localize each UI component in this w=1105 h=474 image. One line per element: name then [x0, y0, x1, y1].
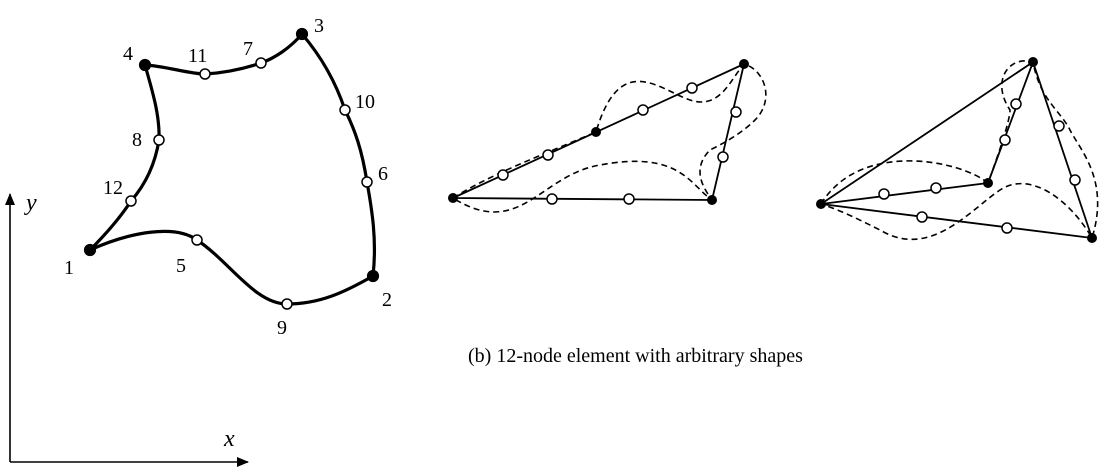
triangle-b-corner-nodes: [816, 57, 1097, 243]
x-axis-label: x: [223, 426, 235, 452]
triangle-a-mid-node: [730, 106, 742, 118]
triangle-a-corner-node: [707, 195, 717, 205]
triangle-a-mid-node: [546, 193, 558, 205]
triangle-b-corner-node: [1028, 57, 1038, 67]
triangle-b-corner-node: [816, 199, 826, 209]
coordinate-axes: y x: [4, 190, 249, 467]
node-1: [83, 243, 97, 257]
triangle-b-mid-node: [1010, 98, 1022, 110]
distorted-triangle-b: [816, 57, 1099, 243]
triangle-a-mid-node: [542, 149, 554, 161]
triangle-b-mid-node: [930, 182, 942, 194]
element-boundary: [88, 32, 377, 306]
mid-nodes: [125, 57, 373, 310]
triangle-b-mid-node: [999, 134, 1011, 146]
distorted-triangle-a: [448, 59, 767, 213]
triangle-b-corner-node: [1087, 233, 1097, 243]
triangle-b-mid-nodes: [878, 98, 1081, 234]
node-label-9: 9: [277, 317, 287, 339]
triangle-a-mid-node: [497, 169, 509, 181]
node-11: [199, 68, 211, 80]
triangle-a-mid-node: [686, 82, 698, 94]
triangle-b-mid-node: [1053, 120, 1065, 132]
triangle-b-curved-edges: [820, 60, 1099, 241]
triangle-a-mid-node: [623, 193, 635, 205]
triangle-a-mid-node: [717, 151, 729, 163]
triangle-a-corner-node: [448, 193, 458, 203]
node-3: [295, 27, 309, 41]
node-6: [361, 176, 373, 188]
node-8: [153, 134, 165, 146]
node-label-11: 11: [188, 45, 207, 67]
node-4: [138, 58, 152, 72]
node-label-1: 1: [64, 257, 74, 279]
node-label-5: 5: [176, 255, 186, 277]
node-label-4: 4: [123, 43, 133, 65]
node-9: [281, 298, 293, 310]
triangle-b-corner-node: [983, 178, 993, 188]
node-2: [366, 269, 380, 283]
node-label-12: 12: [103, 177, 123, 199]
triangle-a-corner-node: [591, 127, 601, 137]
node-label-3: 3: [314, 15, 324, 37]
y-axis-label: y: [24, 190, 37, 216]
curved-12-node-element: 1 2 3 4 5 6 7 8 9 10 11 12: [64, 15, 392, 339]
triangle-a-corner-nodes: [448, 59, 749, 205]
node-label-7: 7: [243, 38, 253, 60]
triangle-a-mid-node: [637, 104, 649, 116]
corner-nodes: [83, 27, 380, 283]
node-label-2: 2: [382, 289, 392, 311]
figure-caption: (b) 12-node element with arbitrary shape…: [468, 345, 803, 367]
node-10: [339, 104, 351, 116]
triangle-b-mid-node: [1069, 174, 1081, 186]
triangle-b-mid-node: [1001, 222, 1013, 234]
triangle-b-mid-node: [878, 188, 890, 200]
triangle-b-mid-node: [916, 211, 928, 223]
triangle-a-corner-node: [739, 59, 749, 69]
triangle-a-mid-nodes: [497, 82, 742, 205]
node-label-6: 6: [378, 163, 388, 185]
node-7: [255, 57, 267, 69]
triangle-a-curved-edges: [452, 63, 767, 213]
node-12: [125, 195, 137, 207]
node-5: [191, 234, 203, 246]
node-label-8: 8: [132, 129, 142, 151]
node-label-10: 10: [355, 91, 375, 113]
node-labels: 1 2 3 4 5 6 7 8 9 10 11 12: [64, 15, 392, 339]
triangle-b-straight-edges: [820, 61, 1093, 239]
